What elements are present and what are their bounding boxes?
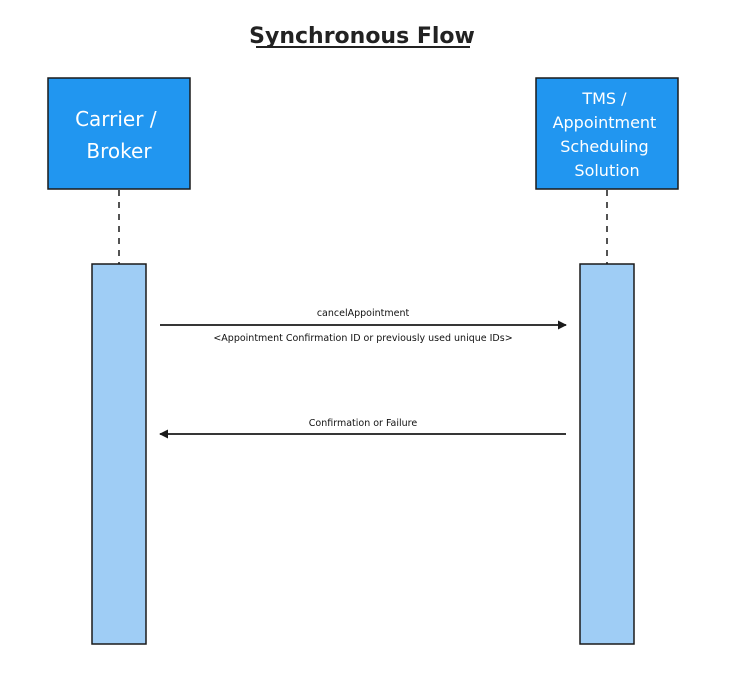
actor-label-line: Carrier / (75, 107, 157, 131)
actor-label-line: Appointment (553, 113, 657, 132)
actor-label-line: TMS / (581, 89, 627, 108)
activation-bar-tms-scheduling (579, 263, 635, 645)
actor-label-line: Solution (574, 161, 639, 180)
activation-bar-carrier-broker (91, 263, 147, 645)
diagram-title: Synchronous Flow (249, 24, 475, 49)
message-sublabel: <Appointment Confirmation ID or previous… (213, 333, 512, 344)
message-label: cancelAppointment (317, 308, 410, 319)
actor-label-tms-scheduling: TMS / Appointment Scheduling Solution (553, 89, 662, 180)
actor-label-carrier-broker: Carrier / Broker (75, 107, 163, 163)
message-label: Confirmation or Failure (309, 418, 418, 429)
actor-box-carrier-broker (47, 77, 191, 190)
actor-label-line: Broker (86, 139, 152, 163)
actor-box-tms-scheduling (535, 77, 679, 190)
actor-label-line: Scheduling (560, 137, 648, 156)
